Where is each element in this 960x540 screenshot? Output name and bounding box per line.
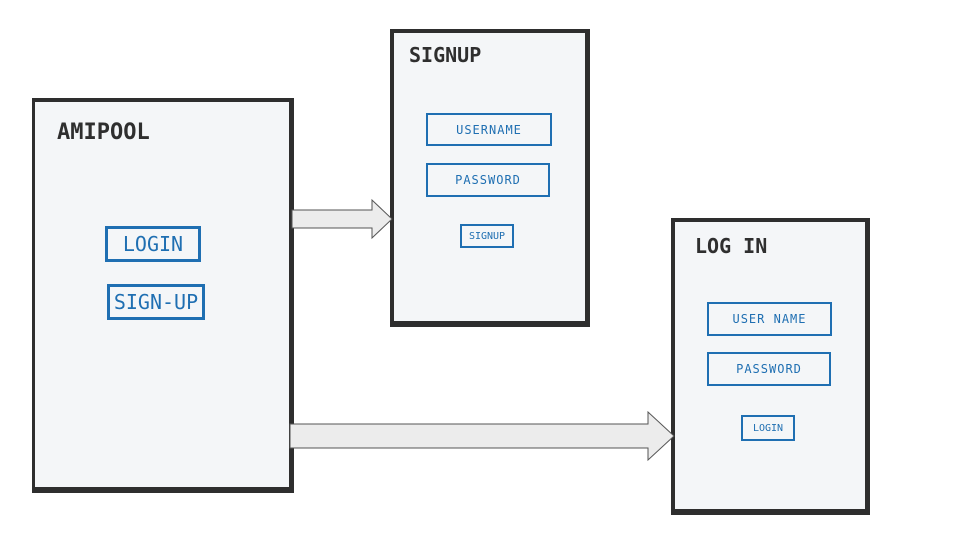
arrow-to-signup-shape — [291, 198, 393, 240]
home-login-button[interactable]: LOGIN — [105, 226, 201, 262]
signup-screen-sketch: SIGNUP USERNAME PASSWORD SIGNUP — [390, 29, 590, 327]
signup-submit-button[interactable]: SIGNUP — [460, 224, 514, 248]
login-password-field[interactable]: PASSWORD — [707, 352, 831, 386]
signup-password-field[interactable]: PASSWORD — [426, 163, 550, 197]
arrow-to-signup — [291, 198, 393, 240]
home-title: AMIPOOL — [57, 120, 150, 145]
login-username-field[interactable]: USER NAME — [707, 302, 832, 336]
login-screen-sketch: LOG IN USER NAME PASSWORD LOGIN — [671, 218, 870, 515]
signup-username-field[interactable]: USERNAME — [426, 113, 552, 146]
login-submit-button[interactable]: LOGIN — [741, 415, 795, 441]
arrow-to-login-shape — [289, 410, 675, 462]
login-title: LOG IN — [695, 234, 768, 258]
signup-title: SIGNUP — [409, 43, 482, 67]
home-signup-button[interactable]: SIGN-UP — [107, 284, 205, 320]
home-screen-sketch: AMIPOOL LOGIN SIGN-UP — [32, 98, 294, 493]
arrow-to-login — [289, 410, 675, 462]
